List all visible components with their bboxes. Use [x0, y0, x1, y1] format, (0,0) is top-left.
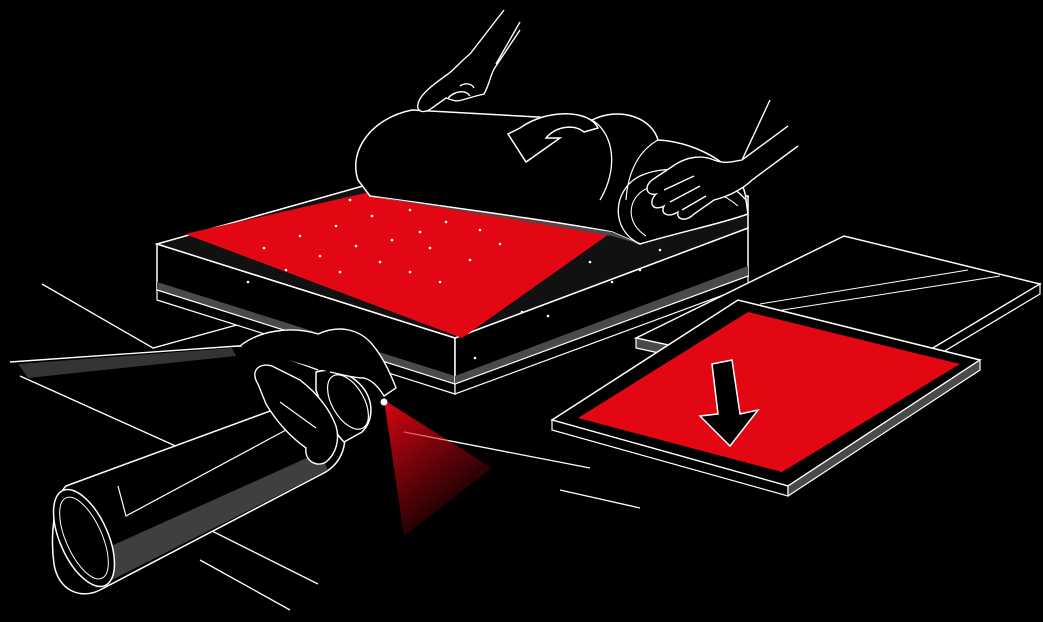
illustration-stage	[0, 0, 1043, 622]
mounting-instructions-illustration	[0, 0, 1043, 622]
